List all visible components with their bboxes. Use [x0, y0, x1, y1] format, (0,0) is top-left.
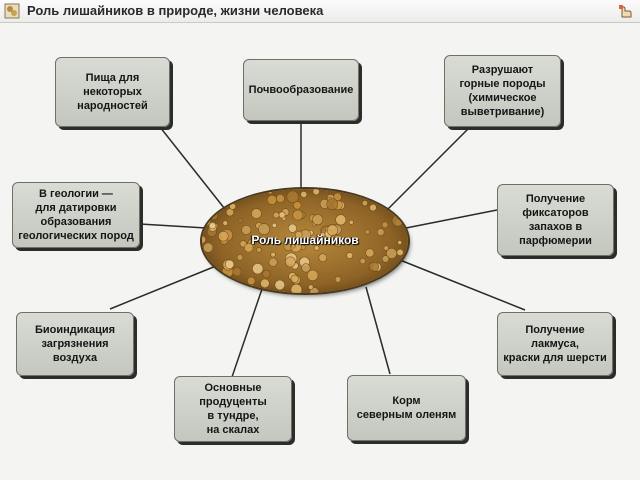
connector-bioindication: [109, 265, 217, 310]
connector-geology: [139, 223, 207, 229]
lichen-texture: [202, 189, 408, 293]
node-geology: В геологии — для датировки образования г…: [12, 182, 140, 248]
center-lichen-image: Роль лишайников: [202, 189, 408, 293]
diagram-canvas: Пища для некоторых народностей Почвообра…: [0, 23, 640, 480]
connector-perfume: [405, 209, 498, 229]
node-food: Пища для некоторых народностей: [55, 57, 170, 127]
connector-litmus: [399, 259, 526, 311]
connector-reindeer: [365, 286, 391, 375]
connector-producers: [231, 288, 263, 378]
title-bar: Роль лишайников в природе, жизни человек…: [0, 0, 640, 23]
hand-pointer-icon[interactable]: [616, 3, 634, 19]
lichen-thumbnail-icon: [4, 3, 20, 19]
center-label: Роль лишайников: [251, 233, 359, 247]
node-rocks: Разрушают горные породы (химическое выве…: [444, 55, 561, 127]
node-producers: Основные продуценты в тундре, на скалах: [174, 376, 292, 442]
node-soil: Почвообразование: [243, 59, 359, 121]
node-reindeer: Корм северным оленям: [347, 375, 466, 441]
node-perfume: Получение фиксаторов запахов в парфюмери…: [497, 184, 614, 256]
node-litmus: Получение лакмуса, краски для шерсти: [497, 312, 613, 376]
window-title: Роль лишайников в природе, жизни человек…: [27, 3, 324, 18]
node-bioindication: Биоиндикация загрязнения воздуха: [16, 312, 134, 376]
